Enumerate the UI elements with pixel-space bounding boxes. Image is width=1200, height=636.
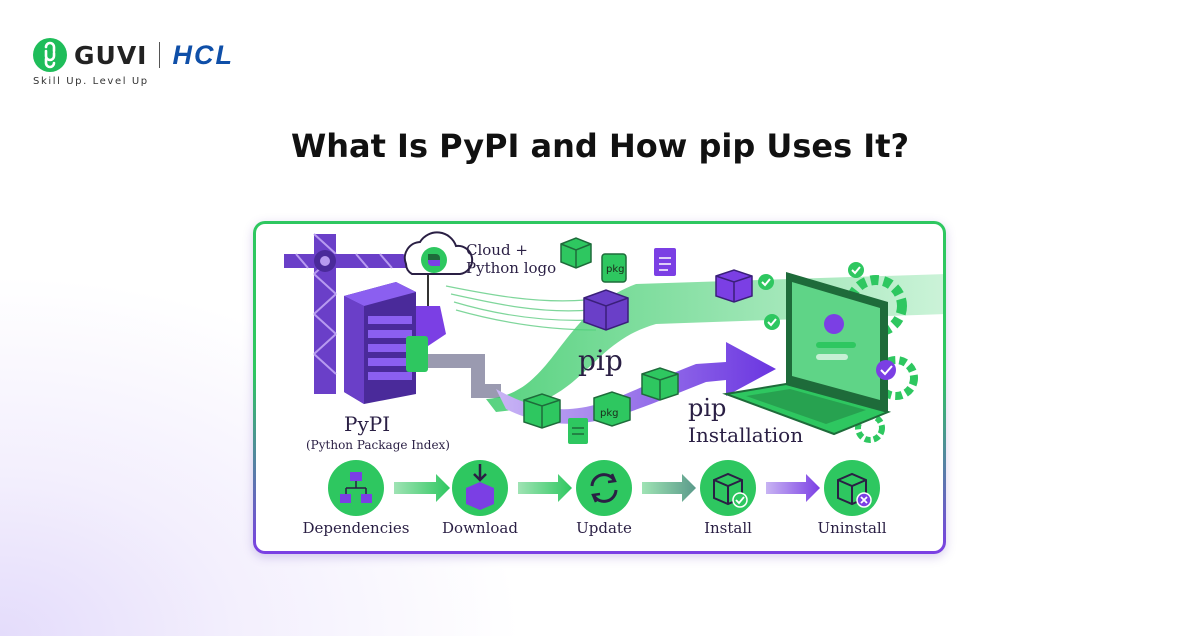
checkmark-badge-icon — [848, 262, 864, 278]
diagram-card: Cloud + Python logo — [253, 221, 946, 554]
step-arrow — [394, 474, 450, 502]
step-arrow — [766, 474, 820, 502]
page-title: What Is PyPI and How pip Uses It? — [290, 127, 910, 165]
checkmark-badge-icon — [876, 360, 896, 380]
checkmark-badge-icon — [764, 314, 780, 330]
step-arrow — [518, 474, 572, 502]
brand-logo: GUVI HCL Skill Up. Level Up — [33, 38, 234, 87]
step-label-uninstall: Uninstall — [817, 519, 886, 537]
refresh-icon — [590, 473, 618, 503]
document-icon — [654, 248, 676, 276]
pkg-file-icon: pkg — [593, 391, 631, 427]
package-box-icon — [641, 367, 679, 401]
package-box-icon — [583, 289, 629, 331]
svg-text:pkg: pkg — [606, 264, 625, 275]
laptop-illustration — [722, 272, 918, 443]
pypi-subtitle: (Python Package Index) — [306, 438, 450, 452]
package-box-icon — [715, 269, 753, 303]
cloud-label-line1: Cloud + — [466, 241, 528, 259]
pypi-pip-diagram: Cloud + Python logo — [284, 231, 943, 537]
pipe-illustration — [406, 336, 501, 398]
crane-illustration — [284, 233, 464, 394]
cloud-python-icon — [403, 231, 474, 275]
pip-install-label-line2: Installation — [688, 423, 803, 447]
box-check-icon — [713, 472, 748, 508]
pypi-title: PyPI — [344, 412, 390, 436]
step-install — [700, 460, 756, 516]
pip-flow-label: pip — [578, 344, 623, 377]
brand-divider — [159, 42, 161, 68]
document-icon — [568, 418, 588, 444]
step-label-dependencies: Dependencies — [303, 519, 410, 537]
download-box-icon — [466, 464, 494, 510]
brand-tagline: Skill Up. Level Up — [33, 76, 149, 87]
pip-install-label-line1: pip — [688, 394, 726, 422]
step-download — [452, 460, 508, 516]
cloud-label-line2: Python logo — [466, 259, 556, 277]
package-box-icon — [560, 237, 592, 269]
guvi-logo-icon — [33, 38, 67, 72]
step-update — [576, 460, 632, 516]
hcl-wordmark: HCL — [172, 39, 234, 70]
guvi-wordmark: GUVI — [74, 40, 148, 70]
package-box-icon — [523, 393, 561, 429]
hierarchy-icon — [340, 472, 372, 503]
step-label-install: Install — [704, 519, 752, 537]
pypi-server-icon — [344, 282, 416, 404]
data-stream-lines — [445, 285, 597, 331]
pkg-file-icon: pkg — [601, 253, 627, 283]
box-x-icon — [837, 472, 872, 508]
step-uninstall — [824, 460, 880, 516]
step-dependencies — [328, 460, 384, 516]
step-arrow — [642, 474, 696, 502]
step-label-update: Update — [576, 519, 632, 537]
step-label-download: Download — [442, 519, 518, 537]
checkmark-badge-icon — [758, 274, 774, 290]
svg-text:pkg: pkg — [600, 408, 619, 419]
